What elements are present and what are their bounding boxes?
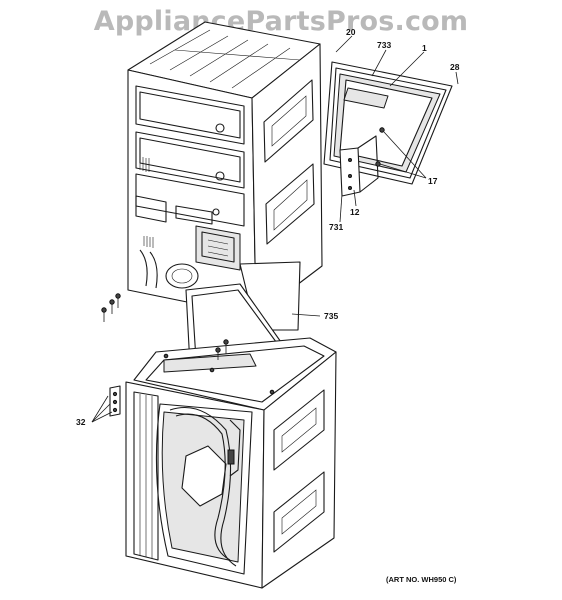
art-number: (ART NO. WH950 C)	[386, 575, 457, 584]
callout-733: 733	[377, 40, 392, 50]
callout-28: 28	[450, 62, 460, 72]
watermark: AppliancePartsPros.com	[93, 6, 469, 37]
callout-20: 20	[346, 27, 356, 37]
callout-735: 735	[324, 311, 339, 321]
callout-1: 1	[422, 43, 427, 53]
callout-12: 12	[350, 207, 360, 217]
callout-731: 731	[329, 222, 344, 232]
dryer-cabinet	[127, 21, 323, 331]
callout-32: 32	[76, 417, 86, 427]
screws	[101, 293, 229, 417]
callout-17: 17	[428, 176, 438, 186]
leader-lines	[91, 35, 459, 423]
washer-cabinet	[125, 337, 337, 589]
door-assembly	[323, 61, 453, 197]
